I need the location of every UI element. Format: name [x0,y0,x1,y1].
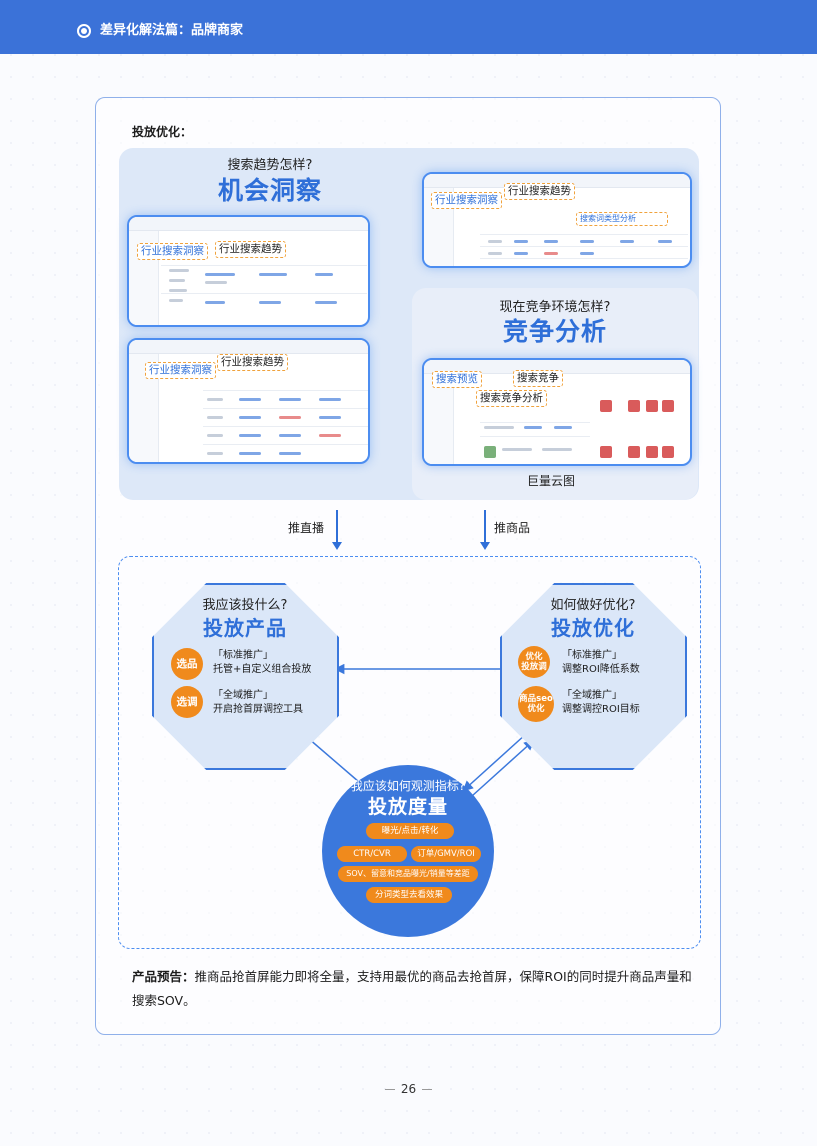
footnote-label: 产品预告： [132,969,195,984]
arrow-label-left: 推直播 [288,520,324,536]
product-badge-1: 选品 [171,648,203,680]
tag-industry-insight-3: 行业搜索洞察 [431,192,502,209]
page-number: 26 [0,1081,817,1097]
optimize-badge-1: 优化 投放调 [518,646,550,678]
measure-title: 投放度量 [338,795,478,819]
arrow-label-right: 推商品 [494,520,530,536]
optimize-item-1-line1: 「标准推广」 [562,649,622,663]
product-title: 投放产品 [170,612,320,644]
header-title: 差异化解法篇：品牌商家 [100,22,243,40]
optimize-badge-2: 商品seo 优化 [518,686,554,722]
arrow-line-right [484,510,486,546]
measure-pill-4: SOV、留意和竞品曝光/销量等差距 [338,866,478,882]
tag-industry-trend-2: 行业搜索趋势 [217,354,288,371]
tag-industry-insight-2: 行业搜索洞察 [145,362,216,379]
measure-question: 我应该如何观测指标? [338,778,478,794]
optimize-title: 投放优化 [518,612,668,644]
source-label: 巨量云图 [527,473,575,489]
arrow-down-right-icon [480,542,490,550]
optimize-item-2-line1: 「全域推广」 [562,689,622,703]
product-item-1-line2: 托管+自定义组合投放 [213,663,311,677]
product-item-2-line1: 「全域推广」 [213,689,273,703]
measure-pill-5: 分词类型去看效果 [366,887,452,903]
competition-question: 现在竞争环境怎样? [495,299,615,317]
page-number-text: 26 [401,1082,416,1096]
arrow-line-left [336,510,338,546]
footnote-text: 推商品抢首屏能力即将全量，支持用最优的商品去抢首屏，保障ROI的同时提升商品声量… [132,969,692,1008]
screenshot-industry-table: 行业搜索洞察 行业搜索趋势 [127,338,370,464]
product-preview-note: 产品预告：推商品抢首屏能力即将全量，支持用最优的商品去抢首屏，保障ROI的同时提… [132,965,692,1013]
tag-search-competition: 搜索竞争 [513,370,563,387]
measure-pill-3: 订单/GMV/ROI [411,846,481,862]
tag-search-overview: 搜索预览 [432,371,482,388]
optimize-item-1-line2: 调整ROI降低系数 [562,663,640,677]
tag-industry-trend-3: 行业搜索趋势 [504,183,575,200]
arrow-down-left-icon [332,542,342,550]
tag-industry-insight: 行业搜索洞察 [137,243,208,260]
product-item-2-line2: 开启抢首屏调控工具 [213,703,303,717]
measure-pill-2: CTR/CVR [337,846,407,862]
section-label: 投放优化： [132,124,192,140]
opportunity-question: 搜索趋势怎样? [215,157,325,175]
product-badge-2: 选调 [171,686,203,718]
screenshot-industry-dashboard: 行业搜索洞察 行业搜索趋势 [127,215,370,327]
tag-industry-trend: 行业搜索趋势 [215,241,286,258]
measure-pill-1: 曝光/点击/转化 [366,823,454,839]
product-item-1-line1: 「标准推广」 [213,649,273,663]
screenshot-search-competition: 搜索预览 搜索竞争 搜索竞争分析 [422,358,692,466]
tag-search-competition-analysis: 搜索竞争分析 [476,390,547,407]
screenshot-search-words: 行业搜索洞察 行业搜索趋势 搜索词类型分析 [422,172,692,268]
competition-title: 竞争分析 [480,316,630,348]
optimize-item-2-line2: 调整调控ROI目标 [562,703,640,717]
target-icon [77,24,91,38]
opportunity-title: 机会洞察 [195,175,345,207]
tag-search-word-analysis: 搜索词类型分析 [576,212,668,226]
